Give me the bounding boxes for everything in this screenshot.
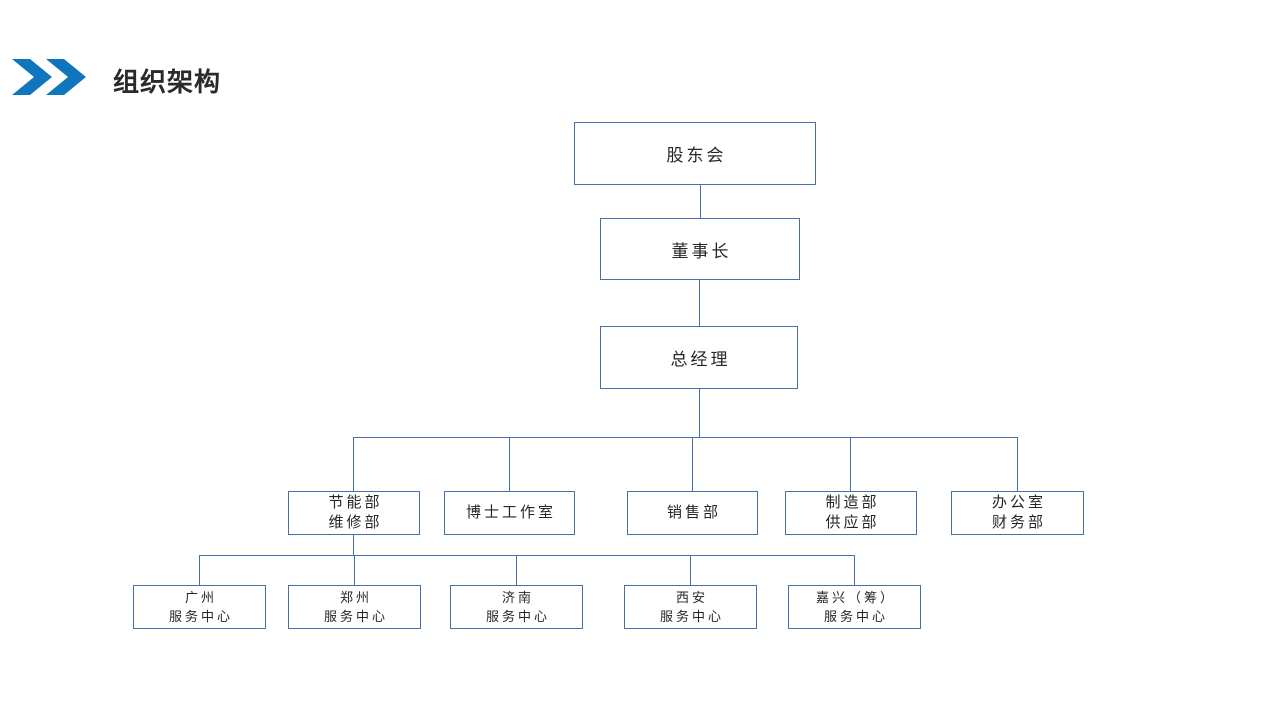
connector-drop-dept-3 xyxy=(692,437,693,491)
org-node-label-line2: 服务中心 xyxy=(323,609,388,624)
org-node-label-line2: 维修部 xyxy=(328,514,383,531)
org-node-label-line2: 服务中心 xyxy=(168,609,233,624)
org-node-department-1[interactable]: 节能部 维修部 xyxy=(288,491,420,535)
org-node-label-line1: 博士工作室 xyxy=(465,504,556,521)
connector-gm-to-dept-bus xyxy=(699,389,700,437)
org-node-chairman[interactable]: 董事长 xyxy=(600,218,800,280)
connector-dept1-to-sc-bus xyxy=(353,535,354,555)
org-node-label-line1: 西安 xyxy=(675,590,708,605)
org-node-label-line1: 广州 xyxy=(184,590,217,605)
org-node-label-line2: 服务中心 xyxy=(485,609,550,624)
org-node-service-center-5[interactable]: 嘉兴（筹） 服务中心 xyxy=(788,585,921,629)
org-node-label: 总经理 xyxy=(670,350,731,369)
org-node-label: 股东会 xyxy=(666,146,727,165)
org-node-service-center-3[interactable]: 济南 服务中心 xyxy=(450,585,583,629)
slide-header: 组织架构 xyxy=(0,0,1280,120)
page-title: 组织架构 xyxy=(113,67,222,97)
double-chevron-right-icon xyxy=(12,59,86,95)
org-node-general-manager[interactable]: 总经理 xyxy=(600,326,798,389)
org-node-service-center-4[interactable]: 西安 服务中心 xyxy=(624,585,757,629)
connector-drop-dept-5 xyxy=(1017,437,1018,491)
org-node-label-line2: 服务中心 xyxy=(659,609,724,624)
org-node-label-line1: 办公室 xyxy=(991,494,1046,511)
org-node-department-3[interactable]: 销售部 xyxy=(627,491,758,535)
connector-drop-sc-5 xyxy=(854,555,855,585)
org-node-label-line2: 供应部 xyxy=(825,514,880,531)
connector-service-center-bus xyxy=(199,555,854,556)
org-node-label-line1: 销售部 xyxy=(666,504,721,521)
connector-drop-dept-1 xyxy=(353,437,354,491)
org-node-service-center-1[interactable]: 广州 服务中心 xyxy=(133,585,266,629)
org-node-service-center-2[interactable]: 郑州 服务中心 xyxy=(288,585,421,629)
connector-drop-sc-2 xyxy=(354,555,355,585)
org-node-label-line1: 郑州 xyxy=(339,590,372,605)
org-node-label-line2: 财务部 xyxy=(991,514,1046,531)
connector-drop-sc-4 xyxy=(690,555,691,585)
org-node-shareholders[interactable]: 股东会 xyxy=(574,122,816,185)
org-node-label-line1: 嘉兴（筹） xyxy=(815,590,896,605)
connector-chairman-to-gm xyxy=(699,280,700,326)
org-node-label-line2: 服务中心 xyxy=(823,609,888,624)
connector-drop-dept-4 xyxy=(850,437,851,491)
org-node-label-line1: 节能部 xyxy=(328,494,383,511)
connector-drop-sc-1 xyxy=(199,555,200,585)
connector-drop-dept-2 xyxy=(509,437,510,491)
org-node-department-2[interactable]: 博士工作室 xyxy=(444,491,575,535)
connector-drop-sc-3 xyxy=(516,555,517,585)
connector-shareholders-to-chairman xyxy=(700,185,701,218)
connector-department-bus xyxy=(353,437,1018,438)
org-node-department-4[interactable]: 制造部 供应部 xyxy=(785,491,917,535)
org-node-label: 董事长 xyxy=(671,241,732,261)
org-node-label-line1: 济南 xyxy=(501,590,534,605)
org-node-label-line1: 制造部 xyxy=(825,494,880,511)
org-node-department-5[interactable]: 办公室 财务部 xyxy=(951,491,1084,535)
